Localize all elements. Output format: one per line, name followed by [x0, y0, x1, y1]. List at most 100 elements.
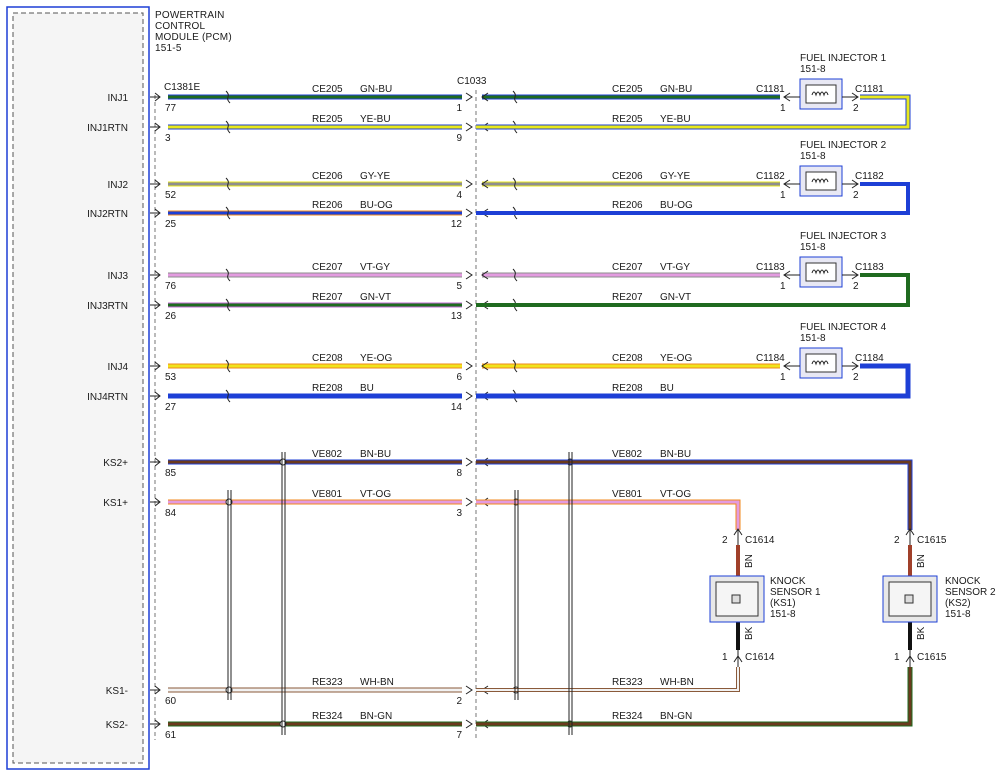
- color-code-left: BU: [360, 383, 374, 394]
- inline-pin-arrow: [465, 457, 473, 467]
- signal-label: INJ4: [107, 362, 128, 373]
- svg-text:SENSOR 1: SENSOR 1: [770, 587, 821, 598]
- inline-pin-arrow: [465, 92, 473, 102]
- inline-pin-arrow: [481, 270, 489, 280]
- color-code-left: YE-OG: [360, 353, 392, 364]
- circuit-id-left: VE801: [312, 489, 342, 500]
- injector-pin-arrow: [842, 361, 859, 371]
- pcm-pin-number: 27: [165, 402, 177, 413]
- coil-winding-icon: [811, 91, 829, 97]
- injector-conn-left: C1184: [756, 353, 785, 364]
- svg-text:KNOCK: KNOCK: [770, 576, 806, 587]
- ks1-wire-top-color: BN: [744, 554, 755, 568]
- svg-text:(KS2): (KS2): [945, 598, 971, 609]
- color-code-right: YE-BU: [660, 114, 691, 125]
- ks2-pin-bottom: 1: [894, 652, 900, 663]
- color-code-right: BU: [660, 383, 674, 394]
- pcm-module[interactable]: [6, 6, 150, 770]
- circuit-id-right: RE207: [612, 292, 643, 303]
- pcm-pin-arrow: [150, 208, 161, 218]
- knock-sensor-1[interactable]: 2 C1614 1 C1614 BN BK KNOCK SENSOR 1 (KS…: [709, 535, 821, 663]
- twist-marker: [225, 177, 231, 191]
- inline-pin-number: 12: [451, 219, 463, 230]
- injector-pin-2: 2: [853, 190, 859, 201]
- svg-text:(KS1): (KS1): [770, 598, 796, 609]
- color-code-left: BN-GN: [360, 711, 392, 722]
- ks2-wire-bottom-color: BK: [916, 626, 927, 640]
- injector-title: FUEL INJECTOR 1: [800, 53, 887, 64]
- circuit-id-left: RE323: [312, 677, 343, 688]
- pcm-pin-arrow: [150, 270, 161, 280]
- twist-marker: [512, 177, 518, 191]
- pcm-pin-number: 3: [165, 133, 171, 144]
- signal-label: INJ3RTN: [87, 301, 128, 312]
- injector-pin-arrow: [783, 92, 800, 102]
- inline-pin-number: 7: [456, 730, 462, 741]
- inline-pin-number: 4: [456, 190, 462, 201]
- ks1-pin-top: 2: [722, 535, 728, 546]
- coil-icon: [805, 84, 837, 104]
- signal-label: INJ4RTN: [87, 392, 128, 403]
- knock-sensor-2[interactable]: 2 C1615 1 C1615 BN BK KNOCK SENSOR 2 (KS…: [882, 535, 996, 663]
- coil-winding-icon: [811, 178, 829, 184]
- injector-conn-right: C1183: [855, 262, 884, 273]
- ks1-conn-top: C1614: [745, 535, 775, 546]
- injector-title: FUEL INJECTOR 4: [800, 322, 887, 333]
- color-code-right: VT-GY: [660, 262, 690, 273]
- inline-pin-arrow: [465, 122, 473, 132]
- pcm-pin-arrow: [150, 719, 161, 729]
- circuit-id-left: RE208: [312, 383, 343, 394]
- twist-marker: [512, 359, 518, 373]
- circuit-id-left: RE206: [312, 200, 343, 211]
- inline-pin-number: 13: [451, 311, 463, 322]
- color-code-right: WH-BN: [660, 677, 694, 688]
- inline-pin-arrow: [465, 391, 473, 401]
- pcm-pin-arrow: [150, 391, 161, 401]
- inline-pin-arrow: [481, 92, 489, 102]
- injector-conn-right: C1184: [855, 353, 884, 364]
- pcm-pin-number: 60: [165, 696, 177, 707]
- signal-label: KS1-: [106, 686, 128, 697]
- circuit-id-left: RE207: [312, 292, 343, 303]
- inline-pin-number: 1: [456, 103, 462, 114]
- injector-ref: 151-8: [800, 151, 826, 162]
- coil-winding-icon: [811, 269, 829, 275]
- sensor-pin-arrow: [905, 650, 915, 667]
- circuit-id-left: CE205: [312, 84, 343, 95]
- circuit-id-right: VE802: [612, 449, 642, 460]
- signal-label: INJ3: [107, 271, 128, 282]
- injector-pin-1: 1: [780, 190, 786, 201]
- injector-conn-left: C1183: [756, 262, 785, 273]
- ks2-wire-top-color: BN: [916, 554, 927, 568]
- inline-pin-number: 9: [456, 133, 462, 144]
- svg-text:CONTROL: CONTROL: [155, 21, 206, 32]
- injector-ref: 151-8: [800, 64, 826, 75]
- signal-label: INJ2RTN: [87, 209, 128, 220]
- inline-pin-number: 5: [456, 281, 462, 292]
- inline-pin-arrow: [465, 300, 473, 310]
- injector-ref: 151-8: [800, 242, 826, 253]
- svg-text:MODULE (PCM): MODULE (PCM): [155, 32, 232, 43]
- pcm-pin-arrow: [150, 179, 161, 189]
- color-code-left: GY-YE: [360, 171, 391, 182]
- color-code-right: BN-GN: [660, 711, 692, 722]
- pcm-connector-label: C1381E: [164, 82, 200, 93]
- circuit-id-left: CE208: [312, 353, 343, 364]
- circuit-id-right: RE324: [612, 711, 643, 722]
- injector-loops: [476, 94, 911, 399]
